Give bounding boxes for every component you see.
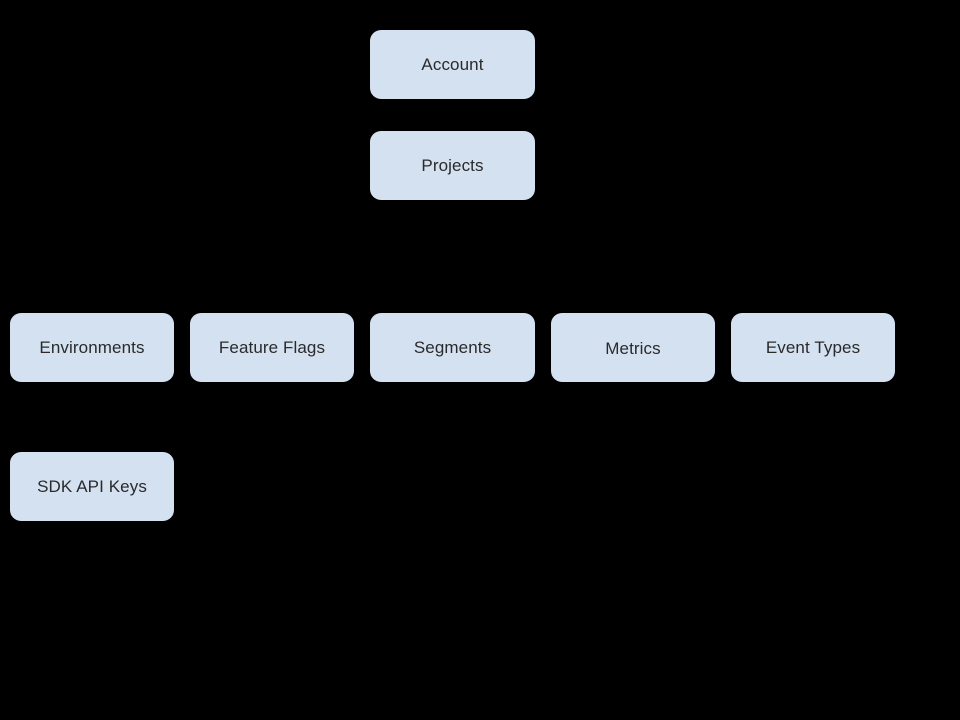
node-segments[interactable]: Segments bbox=[370, 313, 535, 382]
node-label-environments: Environments bbox=[39, 338, 145, 357]
node-label-account: Account bbox=[421, 55, 484, 74]
node-event-types[interactable]: Event Types bbox=[731, 313, 895, 382]
node-label-segments: Segments bbox=[413, 338, 492, 357]
node-projects[interactable]: Projects bbox=[370, 131, 535, 200]
node-label-feature-flags: Feature Flags bbox=[218, 338, 326, 357]
node-feature-flags[interactable]: Feature Flags bbox=[190, 313, 354, 382]
node-sdk-api-keys[interactable]: SDK API Keys bbox=[10, 452, 174, 521]
node-metrics[interactable]: Metrics bbox=[551, 313, 715, 382]
node-label-projects: Projects bbox=[421, 156, 484, 175]
node-label-event-types: Event Types bbox=[765, 338, 861, 357]
node-environments[interactable]: Environments bbox=[10, 313, 174, 382]
node-label-sdk-api-keys: SDK API Keys bbox=[37, 477, 147, 496]
node-account[interactable]: Account bbox=[370, 30, 535, 99]
node-label-metrics: Metrics bbox=[605, 339, 661, 358]
